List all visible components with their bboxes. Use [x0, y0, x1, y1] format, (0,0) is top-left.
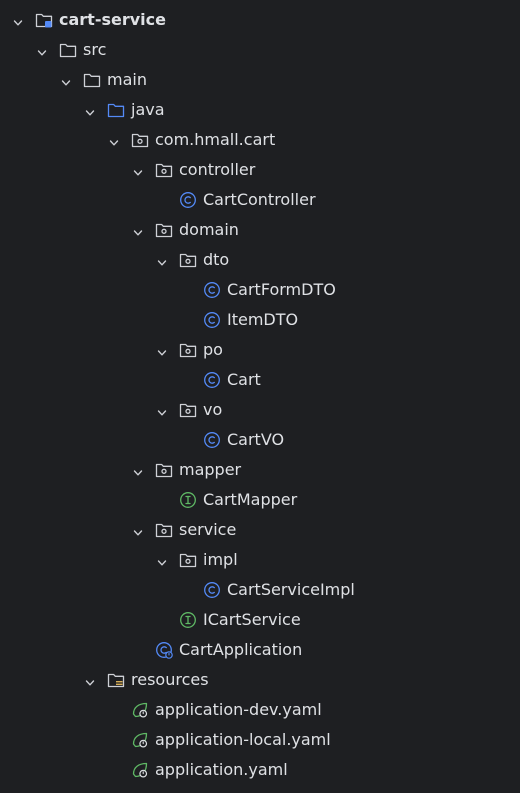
package-icon — [179, 341, 197, 359]
tree-item-label: application-local.yaml — [155, 730, 331, 749]
spring-yaml-icon — [131, 731, 149, 749]
tree-item-cartmapper[interactable]: CartMapper — [0, 485, 520, 515]
package-icon — [155, 461, 173, 479]
class-icon — [179, 191, 197, 209]
tree-item-label: dto — [203, 250, 230, 269]
tree-item-label: com.hmall.cart — [155, 130, 276, 149]
interface-icon — [179, 491, 197, 509]
tree-item-label: CartServiceImpl — [227, 580, 355, 599]
source-folder-icon — [107, 101, 125, 119]
chevron-down-icon[interactable] — [12, 14, 24, 26]
tree-item-label: ItemDTO — [227, 310, 299, 329]
tree-item-impl[interactable]: impl — [0, 545, 520, 575]
class-icon — [203, 281, 221, 299]
tree-item-resources[interactable]: resources — [0, 665, 520, 695]
tree-item-src[interactable]: src — [0, 35, 520, 65]
tree-item-label: mapper — [179, 460, 242, 479]
tree-item-service[interactable]: service — [0, 515, 520, 545]
tree-item-label: po — [203, 340, 223, 359]
chevron-down-icon[interactable] — [132, 464, 144, 476]
tree-item-label: main — [107, 70, 147, 89]
tree-item-label: vo — [203, 400, 223, 419]
chevron-down-icon[interactable] — [132, 164, 144, 176]
tree-item-application-yaml[interactable]: application.yaml — [0, 755, 520, 785]
tree-item-cart[interactable]: Cart — [0, 365, 520, 395]
tree-item-cartapplication[interactable]: CartApplication — [0, 635, 520, 665]
module-folder-icon — [35, 11, 53, 29]
package-icon — [155, 521, 173, 539]
chevron-down-icon[interactable] — [84, 104, 96, 116]
tree-item-label: impl — [203, 550, 238, 569]
tree-item-cartformdto[interactable]: CartFormDTO — [0, 275, 520, 305]
tree-item-label: domain — [179, 220, 239, 239]
tree-item-application-dev-yaml[interactable]: application-dev.yaml — [0, 695, 520, 725]
chevron-down-icon[interactable] — [132, 224, 144, 236]
folder-icon — [59, 41, 77, 59]
tree-item-java[interactable]: java — [0, 95, 520, 125]
tree-item-label: java — [131, 100, 165, 119]
tree-item-main[interactable]: main — [0, 65, 520, 95]
chevron-down-icon[interactable] — [108, 134, 120, 146]
class-icon — [203, 431, 221, 449]
chevron-down-icon[interactable] — [36, 44, 48, 56]
tree-item-label: CartFormDTO — [227, 280, 336, 299]
resources-folder-icon — [107, 671, 125, 689]
tree-item-label: CartVO — [227, 430, 285, 449]
class-icon — [203, 581, 221, 599]
folder-icon — [83, 71, 101, 89]
tree-item-domain[interactable]: domain — [0, 215, 520, 245]
chevron-down-icon[interactable] — [132, 524, 144, 536]
tree-item-cartvo[interactable]: CartVO — [0, 425, 520, 455]
tree-item-label: CartApplication — [179, 640, 303, 659]
package-icon — [131, 131, 149, 149]
package-icon — [179, 401, 197, 419]
chevron-down-icon[interactable] — [156, 554, 168, 566]
tree-item-application-local-yaml[interactable]: application-local.yaml — [0, 725, 520, 755]
spring-yaml-icon — [131, 701, 149, 719]
tree-item-label: resources — [131, 670, 209, 689]
tree-item-cartcontroller[interactable]: CartController — [0, 185, 520, 215]
tree-item-dto[interactable]: dto — [0, 245, 520, 275]
tree-item-label: service — [179, 520, 237, 539]
tree-item-po[interactable]: po — [0, 335, 520, 365]
tree-item-icartservice[interactable]: ICartService — [0, 605, 520, 635]
chevron-down-icon[interactable] — [84, 674, 96, 686]
tree-item-label: application.yaml — [155, 760, 288, 779]
class-icon — [203, 311, 221, 329]
tree-item-label: controller — [179, 160, 256, 179]
tree-item-com-hmall-cart[interactable]: com.hmall.cart — [0, 125, 520, 155]
tree-item-cart-service[interactable]: cart-service — [0, 5, 520, 35]
package-icon — [155, 161, 173, 179]
tree-item-label: Cart — [227, 370, 261, 389]
spring-boot-class-icon — [155, 641, 173, 659]
tree-item-label: application-dev.yaml — [155, 700, 322, 719]
chevron-down-icon[interactable] — [156, 344, 168, 356]
tree-item-itemdto[interactable]: ItemDTO — [0, 305, 520, 335]
tree-item-controller[interactable]: controller — [0, 155, 520, 185]
tree-item-cartserviceimpl[interactable]: CartServiceImpl — [0, 575, 520, 605]
tree-item-label: CartMapper — [203, 490, 298, 509]
tree-item-label: ICartService — [203, 610, 301, 629]
chevron-down-icon[interactable] — [156, 254, 168, 266]
interface-icon — [179, 611, 197, 629]
tree-item-label: CartController — [203, 190, 316, 209]
chevron-down-icon[interactable] — [156, 404, 168, 416]
class-icon — [203, 371, 221, 389]
tree-item-label: src — [83, 40, 107, 59]
package-icon — [155, 221, 173, 239]
tree-item-label: cart-service — [59, 10, 166, 29]
tree-item-vo[interactable]: vo — [0, 395, 520, 425]
package-icon — [179, 551, 197, 569]
spring-yaml-icon — [131, 761, 149, 779]
chevron-down-icon[interactable] — [60, 74, 72, 86]
tree-item-mapper[interactable]: mapper — [0, 455, 520, 485]
package-icon — [179, 251, 197, 269]
